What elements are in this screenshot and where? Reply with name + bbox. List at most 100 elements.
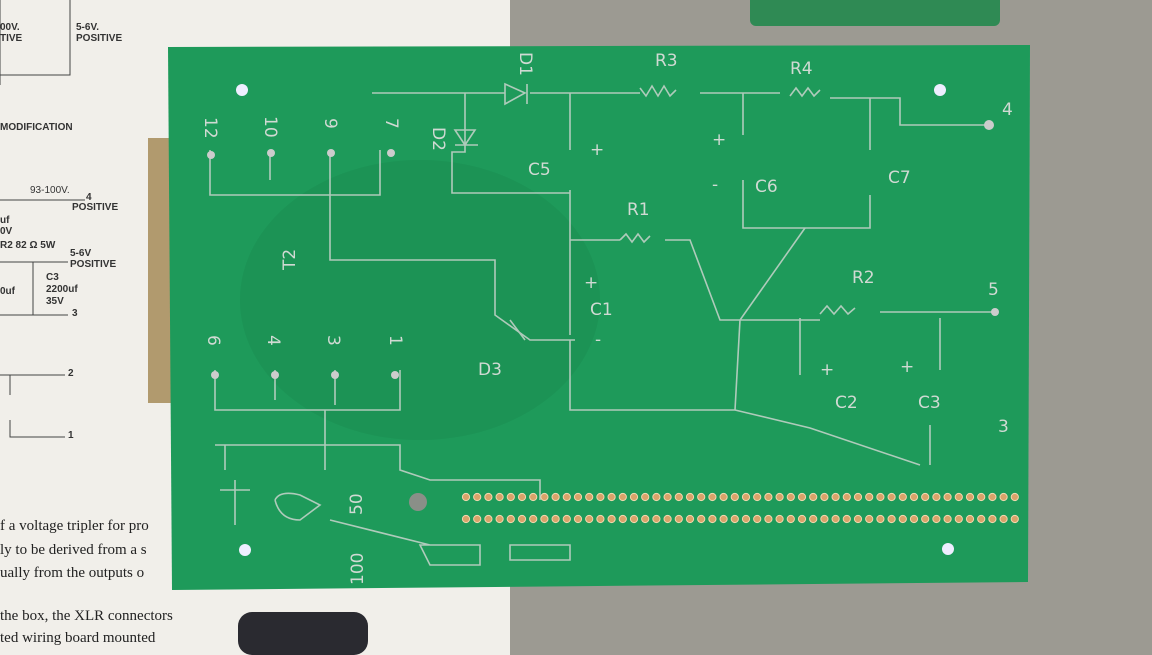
paper-label: 5-6V (70, 248, 92, 259)
copper-pad (977, 514, 986, 524)
copper-pad (797, 514, 807, 524)
copper-pad (809, 514, 818, 524)
label-c3: C3 (918, 393, 941, 413)
copper-pad (753, 514, 762, 524)
paper-label: 5-6V. (76, 22, 99, 33)
copper-pad (708, 492, 717, 502)
copper-pad (988, 514, 997, 524)
connector-pins (207, 120, 999, 379)
paper-prose-line: f a voltage tripler for pro (0, 518, 149, 534)
label-pin1: 1 (385, 335, 405, 346)
black-object (238, 612, 368, 655)
label-c1: C1 (590, 300, 613, 320)
label-plus: + (590, 140, 604, 160)
copper-pad (674, 492, 683, 502)
mounting-holes (236, 84, 954, 556)
copper-pad (977, 492, 986, 502)
copper-pad (506, 514, 515, 524)
paper-label: 2200uf (46, 284, 78, 295)
copper-pad (764, 492, 773, 502)
copper-pad (585, 492, 594, 502)
silkscreen-50: 50 (347, 493, 367, 515)
copper-pad (865, 514, 874, 524)
paper-label: 0V (0, 226, 13, 237)
copper-pad (909, 492, 919, 502)
copper-pad (461, 492, 471, 502)
copper-pad (876, 514, 885, 524)
copper-pad (663, 514, 672, 524)
copper-pad (887, 514, 896, 524)
label-plus: + (900, 357, 914, 377)
label-r3: R3 (655, 51, 678, 71)
paper-label: TIVE (0, 33, 23, 44)
copper-pad (517, 514, 527, 524)
copper-pad (585, 514, 594, 524)
copper-pad (898, 514, 907, 524)
paper-label: C3 (46, 272, 59, 283)
label-output-4: 4 (1002, 100, 1013, 120)
copper-pad (909, 514, 919, 524)
copper-pad (775, 514, 784, 524)
copper-pad (932, 514, 941, 524)
copper-pad (629, 514, 639, 524)
copper-pad (618, 514, 627, 524)
schematic-lines (0, 0, 85, 438)
copper-pad (999, 514, 1008, 524)
copper-pad (708, 514, 717, 524)
copper-pad (775, 492, 784, 502)
copper-pad (607, 514, 616, 524)
copper-pad (697, 492, 706, 502)
copper-pad (764, 514, 773, 524)
copper-pad (865, 492, 874, 502)
copper-pad (607, 492, 616, 502)
copper-pad (562, 514, 571, 524)
label-r4: R4 (790, 59, 813, 79)
copper-pad (753, 492, 762, 502)
paper-label: 2 (68, 368, 74, 379)
label-c5: C5 (528, 160, 551, 180)
copper-pad (797, 492, 807, 502)
perfboard-scrap (750, 0, 1000, 26)
copper-pad (484, 514, 493, 524)
label-minus: - (712, 175, 718, 195)
label-plus: + (584, 273, 598, 293)
label-output-5: 5 (988, 280, 999, 300)
label-pin9: 9 (320, 118, 340, 129)
copper-pad (562, 492, 571, 502)
paper-label: 4 (86, 192, 92, 203)
copper-pad (965, 514, 975, 524)
copper-pad (674, 514, 683, 524)
copper-pad (965, 492, 975, 502)
copper-pad (641, 492, 650, 502)
paper-label: 93-100V. (30, 185, 70, 196)
copper-pad (786, 492, 795, 502)
label-d1: D1 (515, 52, 535, 76)
label-pin10: 10 (260, 116, 280, 138)
copper-pad (853, 492, 863, 502)
paper-prose-line: ly to be derived from a s (0, 542, 147, 558)
copper-pad (540, 492, 549, 502)
label-pin6: 6 (203, 335, 223, 346)
paper-label: 3 (72, 308, 78, 319)
copper-pad (831, 492, 840, 502)
copper-pad (495, 514, 504, 524)
copper-pad (529, 514, 538, 524)
copper-pad (876, 492, 885, 502)
copper-pad (596, 514, 605, 524)
label-t2: T2 (280, 249, 300, 271)
copper-pad (820, 514, 829, 524)
label-r2: R2 (852, 268, 875, 288)
copper-pad (730, 492, 739, 502)
copper-pad (943, 492, 952, 502)
copper-pad (988, 492, 997, 502)
copper-pad (540, 514, 549, 524)
copper-pad (999, 492, 1008, 502)
copper-pad (921, 492, 930, 502)
label-pin4: 4 (263, 335, 283, 346)
copper-pad (473, 514, 482, 524)
paper-label: 1 (68, 430, 74, 441)
label-c6: C6 (755, 177, 778, 197)
copper-pad (596, 492, 605, 502)
copper-pad (943, 514, 952, 524)
paper-label: POSITIVE (76, 33, 123, 44)
